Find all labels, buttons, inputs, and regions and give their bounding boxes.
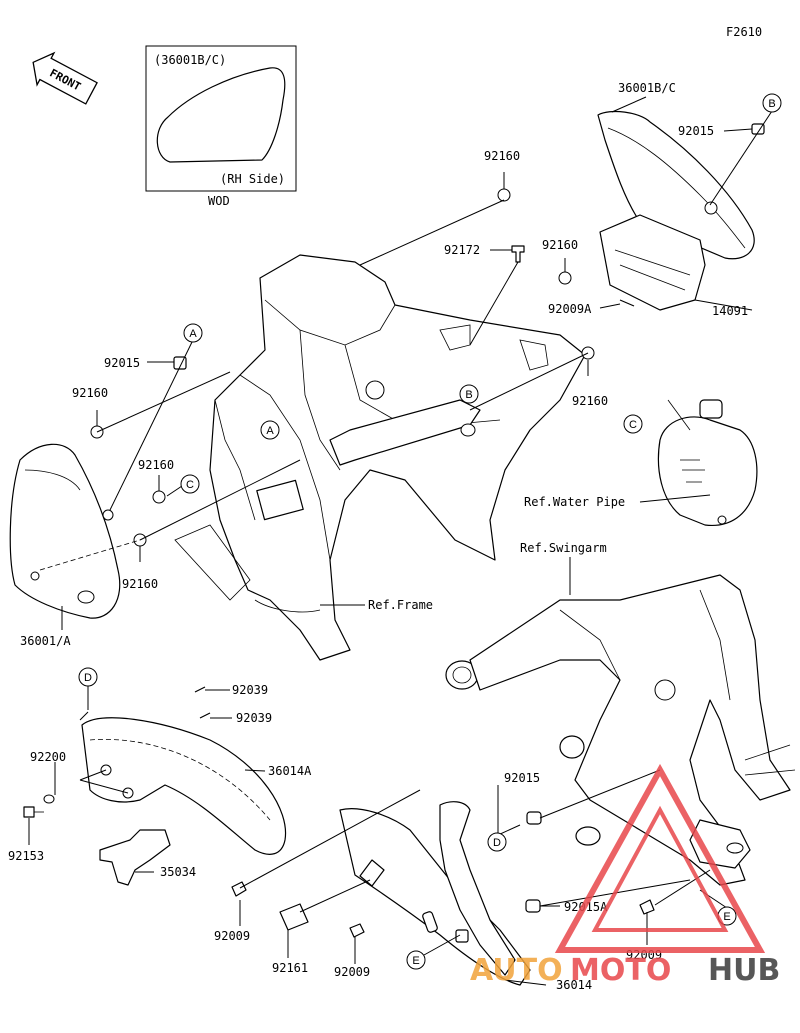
label-ref-swingarm: Ref.Swingarm	[520, 541, 607, 555]
callout-e-left: E	[406, 950, 426, 970]
side-cover-rh-shape	[156, 67, 286, 163]
label-35034: 35034	[160, 865, 196, 879]
callout-a-frame: A	[260, 420, 280, 440]
label-ref-frame: Ref.Frame	[368, 598, 433, 612]
label-92172: 92172	[444, 243, 480, 257]
watermark-part1: AUTO	[470, 953, 563, 988]
front-arrow: FRONT	[32, 51, 98, 105]
chain-cover-lower	[279, 801, 531, 986]
side-cover-lh	[9, 443, 121, 619]
label-92009-left: 92009	[214, 929, 250, 943]
label-36001bc: 36001B/C	[618, 81, 676, 95]
page-code: F2610	[726, 25, 762, 39]
part-labels: 36001B/C 92015 92160 92172 92160 92009A …	[8, 81, 748, 992]
frame-illustration	[174, 254, 586, 661]
callout-b-top-label: B	[768, 98, 775, 110]
callout-c-right: C	[623, 414, 643, 434]
callout-d-top-label: D	[84, 672, 92, 684]
label-92160-upper: 92160	[542, 238, 578, 252]
bracket-35034-shape	[99, 829, 171, 886]
callout-e-left-label: E	[412, 955, 419, 967]
inset-title: (36001B/C)	[154, 53, 226, 67]
label-92161: 92161	[272, 961, 308, 975]
watermark-part3: HUB	[708, 953, 780, 988]
water-pipe-cover	[657, 399, 758, 527]
watermark-logo: AUTO MOTO HUB	[470, 763, 780, 988]
inset-box: (36001B/C) (RH Side) WOD	[145, 45, 297, 208]
callout-a-frame-label: A	[266, 425, 274, 437]
label-36014a: 36014A	[268, 764, 312, 778]
callout-b-frame: B	[459, 384, 479, 404]
inset-caption: WOD	[208, 194, 230, 208]
side-cover-rh	[597, 110, 755, 311]
label-92160-left1: 92160	[72, 386, 108, 400]
label-ref-water-pipe: Ref.Water Pipe	[524, 495, 625, 509]
label-36014: 36014	[556, 978, 592, 992]
hardware-parts	[23, 123, 765, 938]
label-92009-mid: 92009	[334, 965, 370, 979]
chain-cover-upper	[81, 717, 287, 886]
callout-c-left: C	[180, 474, 200, 494]
label-92039-2: 92039	[236, 711, 272, 725]
label-92015-b: 92015	[678, 124, 714, 138]
leader-lines	[28, 96, 773, 986]
label-14091: 14091	[712, 304, 748, 318]
label-92015-a: 92015	[104, 356, 140, 370]
label-92015-d: 92015	[504, 771, 540, 785]
label-92160-left2: 92160	[138, 458, 174, 472]
inset-subtitle: (RH Side)	[220, 172, 285, 186]
label-92160-left3: 92160	[122, 577, 158, 591]
callout-e-right-label: E	[723, 911, 730, 923]
callout-a-top: A	[183, 323, 203, 343]
watermark-part2: MOTO	[570, 953, 671, 988]
callout-b-top: B	[762, 93, 782, 113]
label-92160-right: 92160	[572, 394, 608, 408]
callout-b-frame-label: B	[465, 389, 472, 401]
callout-a-top-label: A	[189, 328, 197, 340]
label-92039-1: 92039	[232, 683, 268, 697]
callout-d-bottom-label: D	[493, 837, 501, 849]
callout-c-left-label: C	[186, 479, 194, 491]
callout-c-right-label: C	[629, 419, 637, 431]
label-92153: 92153	[8, 849, 44, 863]
label-92160-top: 92160	[484, 149, 520, 163]
callout-d-bottom: D	[487, 832, 507, 852]
pad-92161-shape	[279, 903, 309, 931]
label-36001a: 36001/A	[20, 634, 71, 648]
label-92200: 92200	[30, 750, 66, 764]
swingarm-illustration	[445, 574, 796, 886]
callout-d-top: D	[78, 667, 98, 687]
label-92009a: 92009A	[548, 302, 592, 316]
